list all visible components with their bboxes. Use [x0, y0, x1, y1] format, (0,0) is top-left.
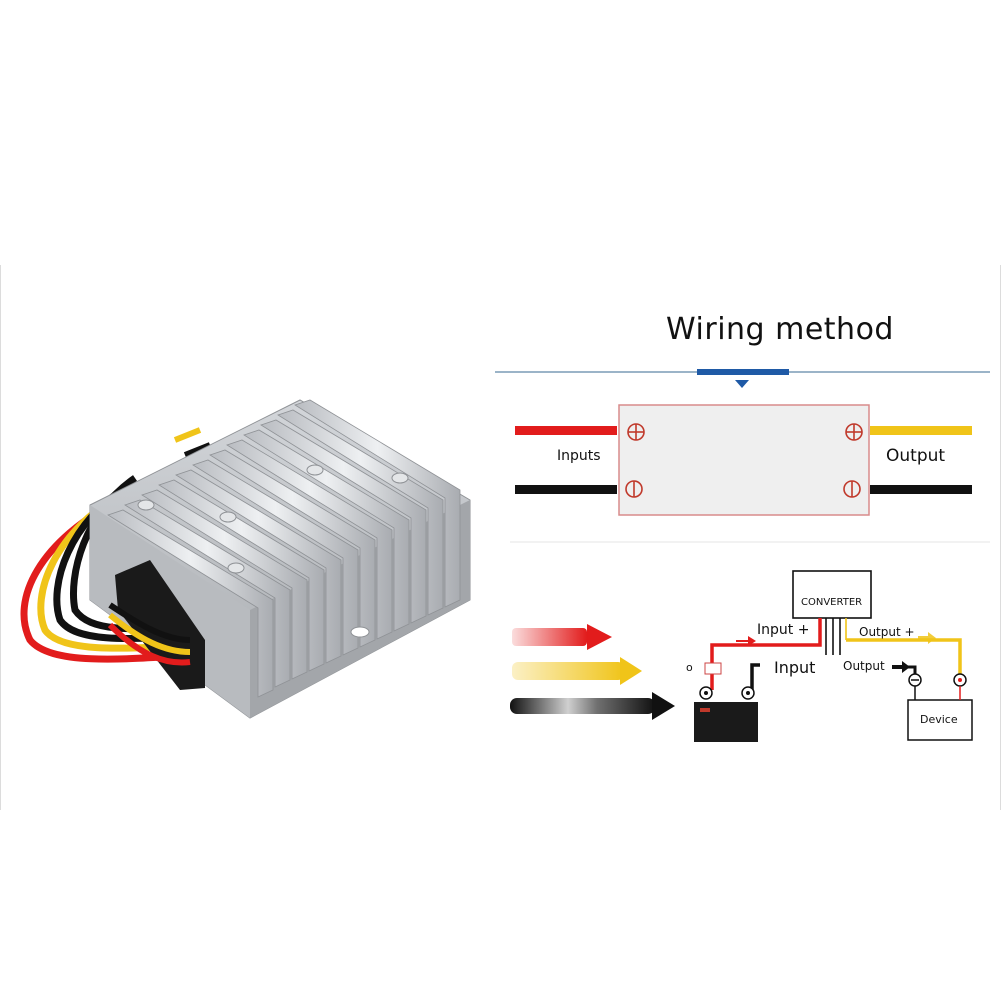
- converter-box: [618, 404, 870, 516]
- diagram-title: Wiring method: [666, 312, 894, 347]
- device-label: Device: [920, 713, 958, 726]
- device-icon: [907, 673, 973, 741]
- output-minus-label: Output: [843, 659, 885, 673]
- output-negative-wire: [870, 485, 972, 494]
- small-black-arrow-icon: [892, 661, 910, 673]
- schematic-converter-box: [792, 570, 872, 619]
- output-positive-wire: [870, 426, 972, 435]
- input-plus-label: Input +: [757, 622, 810, 638]
- output-positive-path: [846, 638, 962, 676]
- black-arrow-icon: [510, 692, 675, 720]
- plus-terminal-icon: [845, 423, 863, 441]
- input-negative-wire: [515, 485, 617, 494]
- fuse-label: o: [686, 661, 693, 674]
- converter-label: CONVERTER: [801, 597, 863, 608]
- output-label: Output: [886, 446, 946, 466]
- plus-terminal-icon: [627, 423, 645, 441]
- inputs-label: Inputs: [557, 448, 601, 464]
- lower-wiring-schematic: [510, 570, 973, 742]
- red-arrow-icon: [512, 624, 612, 650]
- minus-terminal-icon: [625, 480, 643, 498]
- input-positive-wire: [515, 426, 617, 435]
- yellow-arrow-icon: [512, 657, 642, 685]
- upper-wiring-diagram: [515, 404, 972, 516]
- small-red-arrow-icon: [736, 636, 756, 646]
- input-minus-label: Input: [774, 658, 816, 677]
- battery-icon: [694, 686, 758, 742]
- down-triangle-icon: [735, 380, 749, 388]
- minus-terminal-icon: [843, 480, 861, 498]
- converter-product-image: [20, 399, 471, 719]
- output-plus-label: Output +: [859, 625, 915, 639]
- input-negative-path: [750, 663, 760, 690]
- heatsink-fins: [107, 399, 461, 698]
- left-edge-line: [0, 265, 1, 810]
- header-rule: [495, 369, 990, 388]
- small-yellow-arrow-icon: [918, 632, 936, 644]
